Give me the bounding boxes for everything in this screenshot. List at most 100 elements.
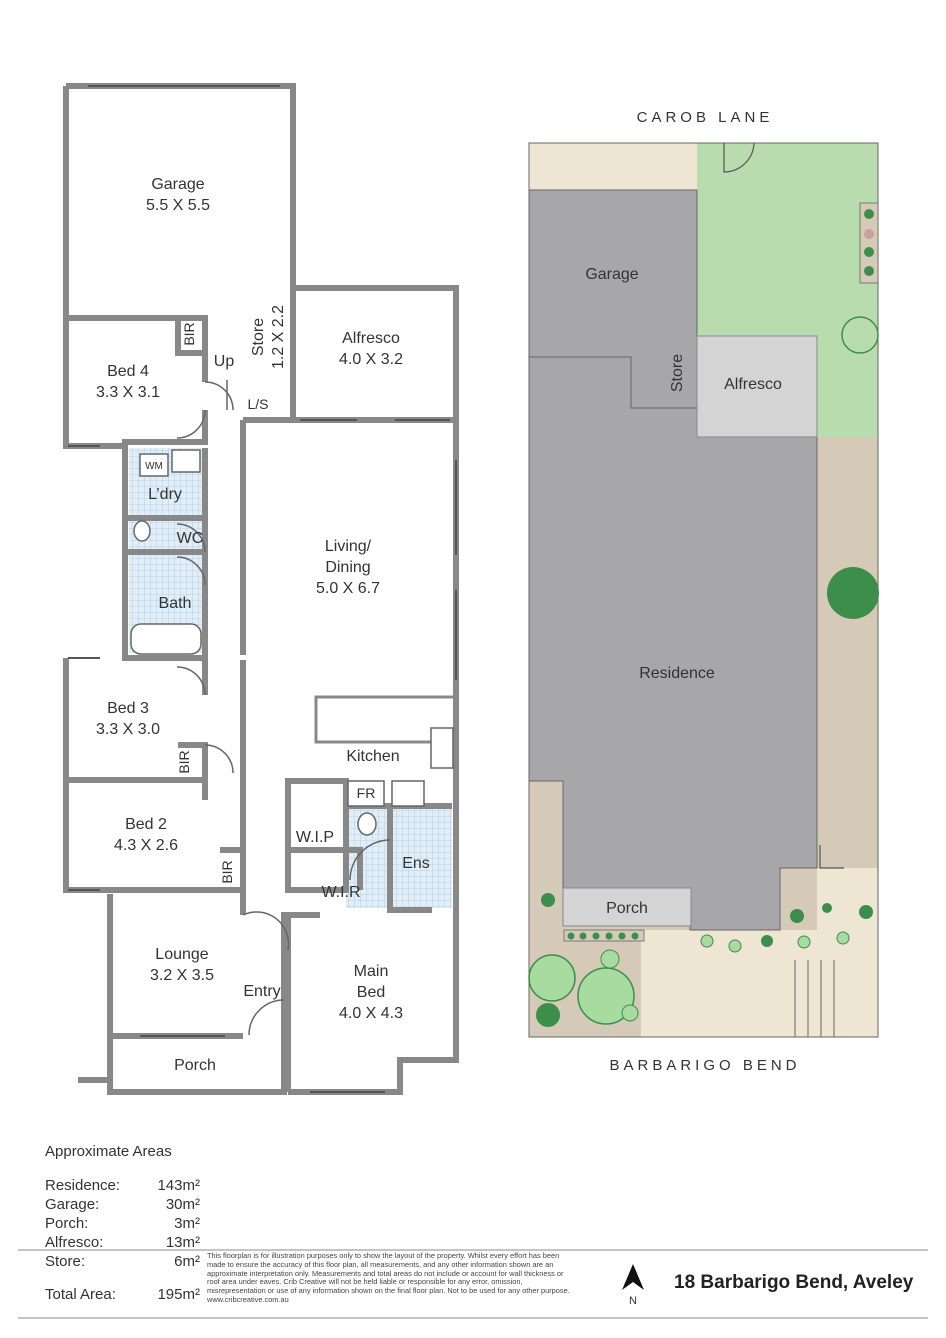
ensuite-toilet	[357, 812, 377, 836]
site-store-label: Store	[669, 354, 686, 392]
wm-label: WM	[145, 461, 163, 472]
alfresco-size: 4.0 X 3.2	[339, 351, 403, 368]
area-value: 143m²	[157, 1177, 200, 1194]
windows	[68, 85, 457, 1093]
bathtub	[130, 623, 202, 655]
bed2-name: Bed 2	[125, 816, 167, 833]
plant	[567, 932, 575, 940]
website-link[interactable]: www.cribcreative.com.au	[207, 1294, 289, 1304]
site-alfresco	[696, 335, 818, 438]
area-row: Alfresco:13m²	[45, 1233, 200, 1252]
garage-name: Garage	[151, 176, 204, 193]
living-name-2: Dining	[325, 559, 370, 576]
ldry-label: L’dry	[148, 486, 182, 503]
north-arrow-icon: N	[622, 1264, 644, 1307]
doors	[176, 380, 391, 1036]
street-top: CAROB LANE	[637, 109, 774, 126]
areas-table: Residence: 143m² Garage:30m² Porch: 3m² Al…	[45, 1176, 200, 1304]
laundry-tub	[171, 449, 201, 473]
rear-gate	[723, 142, 755, 173]
store-label: Store 1.2 X 2.2	[250, 305, 287, 369]
landscaping	[528, 202, 879, 1027]
wc-label: WC	[177, 530, 204, 547]
area-value: 3m²	[174, 1215, 200, 1232]
area-value: 6m²	[174, 1253, 200, 1270]
tree	[827, 567, 879, 619]
cooktop	[391, 780, 425, 807]
main-bed-size: 4.0 X 4.3	[339, 1005, 403, 1022]
alfresco-name: Alfresco	[342, 330, 400, 347]
bed4-name: Bed 4	[107, 363, 149, 380]
bed2-size: 4.3 X 2.6	[114, 837, 178, 854]
areas-title: Approximate Areas	[45, 1143, 172, 1160]
site-plan: CAROB LANE BARBARIGO BEND	[528, 109, 879, 1074]
porch-label: Porch	[174, 1057, 216, 1074]
total-area-label: Total Area:	[45, 1286, 116, 1303]
shrub	[790, 909, 804, 923]
shrub	[761, 935, 773, 947]
site-alfresco-label: Alfresco	[724, 376, 782, 393]
lounge-size: 3.2 X 3.5	[150, 967, 214, 984]
garage-size: 5.5 X 5.5	[146, 197, 210, 214]
site-porch-label: Porch	[606, 900, 648, 917]
area-row: Garage:30m²	[45, 1195, 200, 1214]
area-label: Residence:	[45, 1177, 121, 1194]
bed3-name: Bed 3	[107, 700, 149, 717]
shrub	[859, 905, 873, 919]
plant	[579, 932, 587, 940]
site-residence-label: Residence	[639, 665, 715, 682]
kitchen-sink	[430, 727, 454, 769]
store-name: Store	[250, 318, 267, 356]
fr-label: FR	[357, 785, 376, 801]
total-area-row: Total Area: 195m²	[45, 1271, 200, 1304]
area-value: 13m²	[165, 1234, 200, 1251]
bed2-bir-label: BIR	[219, 860, 235, 883]
north-label: N	[629, 1295, 637, 1306]
property-address: 18 Barbarigo Bend, Aveley	[674, 1272, 914, 1293]
shrub	[600, 949, 620, 969]
ens-label: Ens	[402, 855, 430, 872]
front-steps	[794, 960, 835, 1037]
shrub	[797, 935, 811, 949]
room-labels: Garage 5.5 X 5.5 Bed 4 3.3 X 3.1 Store 1…	[96, 176, 430, 1074]
main-bed-name: Main	[354, 963, 389, 980]
shrub	[621, 1004, 639, 1022]
area-label: Porch:	[45, 1215, 89, 1232]
approximate-areas: Approximate Areas Residence: 143m² Garage…	[45, 1143, 200, 1304]
street-bottom: BARBARIGO BEND	[609, 1057, 800, 1074]
plant	[864, 209, 874, 219]
wir-label: W.I.R	[321, 884, 360, 901]
garden-bed	[563, 929, 645, 942]
plant	[631, 932, 639, 940]
living-size: 5.0 X 6.7	[316, 580, 380, 597]
plant	[605, 932, 613, 940]
bed3-size: 3.3 X 3.0	[96, 721, 160, 738]
tree	[528, 954, 576, 1002]
shrub	[836, 931, 850, 945]
kitchen-label: Kitchen	[346, 748, 399, 765]
shrub	[841, 316, 879, 354]
up-label: Up	[214, 353, 235, 370]
plant	[592, 932, 600, 940]
ls-label: L/S	[247, 396, 268, 412]
store-size: 1.2 X 2.2	[270, 305, 287, 369]
floor-plan: Garage 5.5 X 5.5 Bed 4 3.3 X 3.1 Store 1…	[63, 83, 459, 1095]
north-arrow: N	[618, 1262, 648, 1311]
lawn-top	[724, 143, 878, 212]
living-name: Living/	[325, 538, 372, 555]
washing-machine	[139, 453, 169, 477]
shrub	[541, 893, 555, 907]
walls	[63, 83, 459, 1095]
plant	[618, 932, 626, 940]
total-area-value: 195m²	[157, 1286, 200, 1303]
bed4-size: 3.3 X 3.1	[96, 384, 160, 401]
lounge-name: Lounge	[155, 946, 208, 963]
area-row: Store: 6m²	[45, 1252, 200, 1271]
plant	[864, 247, 874, 257]
site-garage-label: Garage	[585, 266, 638, 283]
site-residence	[528, 356, 818, 931]
area-label: Store:	[45, 1253, 86, 1270]
plant	[864, 266, 874, 276]
wip-label: W.I.P	[296, 829, 334, 846]
